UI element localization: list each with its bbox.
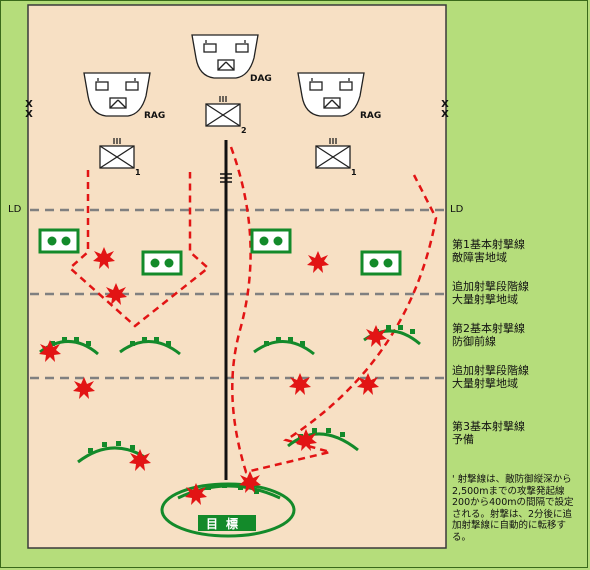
- burst-icon: [185, 483, 207, 505]
- obstacle-box-icon: [360, 250, 402, 276]
- flank-right-marker: X X: [441, 99, 449, 120]
- add1-title: 追加射撃段階線: [452, 280, 529, 293]
- burst-icon: [105, 283, 127, 305]
- line2-sub: 防御前線: [452, 335, 496, 348]
- flank-left-marker: X X: [25, 99, 33, 120]
- obstacles: [38, 228, 402, 276]
- trench-icon: [287, 432, 359, 452]
- battalion-left-number: 1: [135, 168, 141, 177]
- ld-left-label: LD: [8, 204, 22, 215]
- obstacle-box-icon: [250, 228, 292, 254]
- add1-sub: 大量射撃地域: [452, 293, 518, 306]
- burst-icon: [295, 429, 317, 451]
- burst-icon: [307, 251, 329, 273]
- add1-annotation: 追加射撃段階線 大量射撃地域: [452, 280, 529, 306]
- fire-line-right: [229, 146, 438, 474]
- burst-icon: [93, 247, 115, 269]
- burst-icon: [357, 373, 379, 395]
- add2-annotation: 追加射撃段階線 大量射撃地域: [452, 364, 529, 390]
- fire-line-left: [68, 170, 210, 328]
- battalion-center-icon: [205, 96, 241, 127]
- center-axis: [220, 140, 232, 480]
- rag-left-group-icon: [83, 72, 151, 117]
- trench-icon: [253, 340, 315, 356]
- burst-icon: [239, 471, 261, 493]
- burst-icon: [39, 340, 61, 362]
- add2-title: 追加射撃段階線: [452, 364, 529, 377]
- rag-left-label: RAG: [144, 111, 166, 121]
- burst-icon: [129, 449, 151, 471]
- burst-icon: [365, 325, 387, 347]
- line3-sub: 予備: [452, 433, 474, 446]
- target-label: 目標: [206, 517, 247, 531]
- dag-label: DAG: [250, 74, 272, 84]
- battalion-right-icon: [315, 138, 351, 169]
- footnote: ' 射撃線は、敵防御縦深から2,500mまでの攻撃発起線200から400mの間隔…: [452, 474, 574, 543]
- obstacle-box-icon: [38, 228, 80, 254]
- line3-annotation: 第3基本射撃線 予備: [452, 420, 525, 446]
- artillery-bursts: [39, 247, 387, 505]
- battalion-center-number: 2: [241, 126, 247, 135]
- fire-lines: [68, 146, 438, 474]
- line2-title: 第2基本射撃線: [452, 322, 525, 335]
- dag-group-icon: [191, 34, 259, 79]
- burst-icon: [289, 373, 311, 395]
- ld-right-label: LD: [450, 204, 464, 215]
- rag-right-group-icon: [297, 72, 365, 117]
- burst-icon: [73, 377, 95, 399]
- add2-sub: 大量射撃地域: [452, 377, 518, 390]
- rag-right-label: RAG: [360, 111, 382, 121]
- line1-annotation: 第1基本射撃線 敵障害地域: [452, 238, 525, 264]
- battalion-right-number: 1: [351, 168, 357, 177]
- trench-icon: [119, 340, 181, 356]
- battalion-left-icon: [99, 138, 135, 169]
- line1-title: 第1基本射撃線: [452, 238, 525, 251]
- line3-title: 第3基本射撃線: [452, 420, 525, 433]
- line2-annotation: 第2基本射撃線 防御前線: [452, 322, 525, 348]
- line1-sub: 敵障害地域: [452, 251, 507, 264]
- obstacle-box-icon: [141, 250, 183, 276]
